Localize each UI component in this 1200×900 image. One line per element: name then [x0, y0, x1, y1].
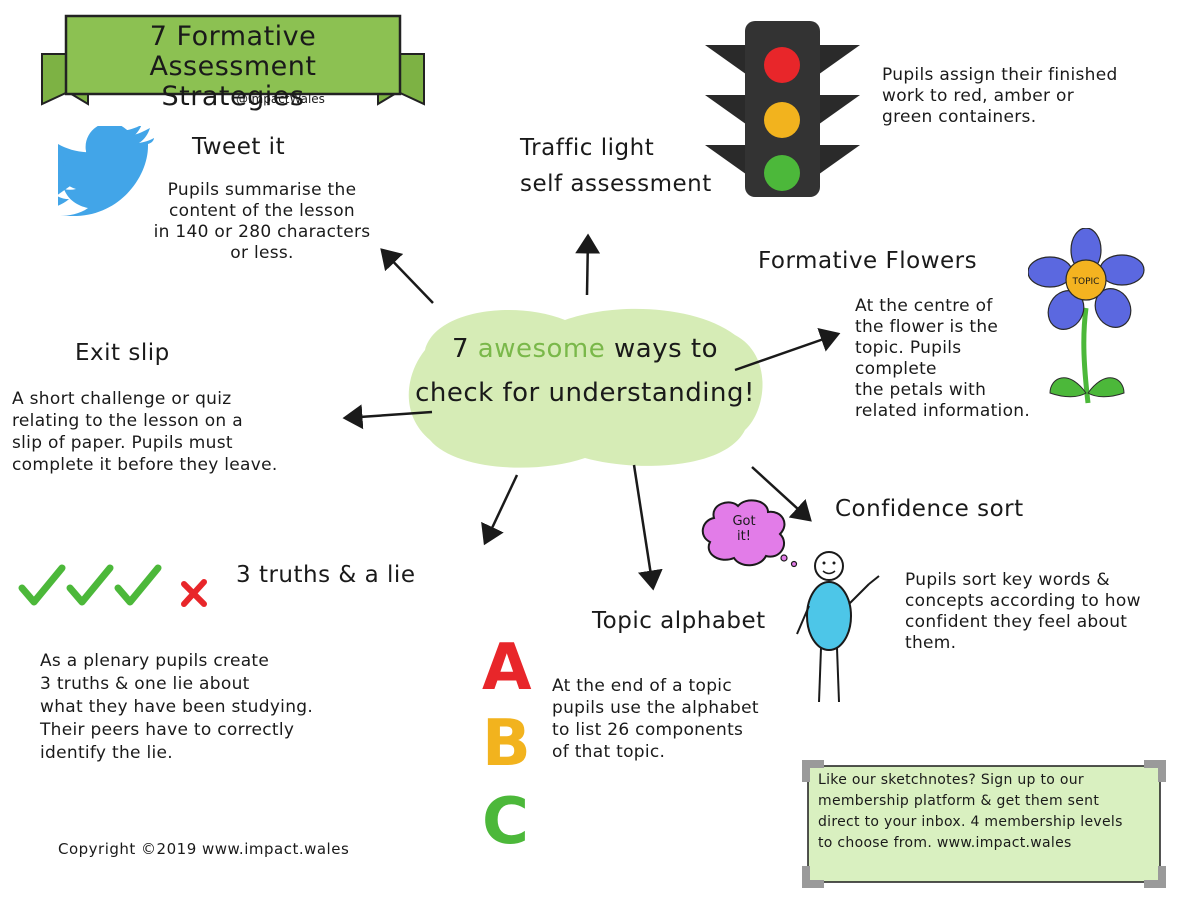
traffic-heading-line-2: self assessment [520, 171, 712, 197]
bubble-line-2: it! [737, 529, 751, 544]
callout-line: Like our sketchnotes? Sign up to our [818, 772, 1084, 788]
tick-icon [114, 564, 162, 606]
bubble-line-1: Got [732, 514, 756, 529]
center-message: 7 awesome ways to check for understandin… [405, 327, 765, 415]
truths-line: identify the lie. [40, 743, 173, 763]
stick-figure-icon [796, 551, 880, 703]
exit-line: slip of paper. Pupils must [12, 433, 233, 453]
flowers-heading: Formative Flowers [758, 248, 978, 274]
title-line-1: 7 Formative Assessment [149, 21, 317, 82]
alphabet-line: pupils use the alphabet [552, 698, 759, 718]
traffic-line: green containers. [882, 107, 1037, 127]
flower-icon: TOPIC [1028, 228, 1145, 404]
truths-line: 3 truths & one lie about [40, 674, 250, 694]
flowers-line: topic. Pupils complete [855, 338, 962, 379]
confidence-line: concepts according to how [905, 591, 1141, 611]
confidence-line: confident they feel about [905, 612, 1128, 632]
flowers-line: the petals with [855, 380, 987, 400]
flower-center-label: TOPIC [1072, 277, 1100, 287]
arrow-to-truths [481, 474, 519, 546]
tweet-description: Pupils summarise the content of the less… [142, 180, 382, 264]
tick-icon [66, 564, 114, 606]
truths-lie-marks [18, 564, 207, 607]
title-banner [41, 14, 425, 106]
copyright-footer: Copyright ©2019 www.impact.wales [58, 840, 350, 858]
thought-bubble-text: Got it! [712, 514, 776, 544]
twitter-bird-icon [58, 126, 154, 216]
callout-line: to choose from. www.impact.wales [818, 835, 1072, 851]
tweet-line: in 140 or 280 characters [153, 222, 371, 242]
center-line-1-rest: ways to [614, 334, 719, 364]
traffic-heading-line-1: Traffic light [520, 135, 655, 161]
confidence-heading: Confidence sort [835, 496, 1024, 522]
letter-b: B [482, 707, 531, 781]
truths-heading: 3 truths & a lie [236, 562, 416, 588]
handle-credit: @ImpactWales [236, 92, 325, 106]
alphabet-line: of that topic. [552, 742, 666, 762]
arrow-to-alphabet [632, 464, 663, 591]
thought-bubble-icon [701, 499, 798, 568]
letter-a: A [482, 631, 532, 705]
exit-description: A short challenge or quiz relating to th… [12, 388, 342, 476]
traffic-line: Pupils assign their finished [882, 65, 1118, 85]
title-line-2: Strategies [161, 81, 305, 112]
arrow-to-exit [342, 404, 433, 430]
alphabet-description: At the end of a topic pupils use the alp… [552, 675, 792, 763]
confidence-description: Pupils sort key words & concepts accordi… [905, 570, 1175, 654]
tweet-line: Pupils summarise the [167, 180, 357, 200]
alphabet-line: At the end of a topic [552, 676, 732, 696]
alphabet-line: to list 26 components [552, 720, 744, 740]
arrow-to-traffic [575, 233, 601, 296]
membership-callout-frame [802, 760, 1166, 888]
callout-line: direct to your inbox. 4 membership level… [818, 814, 1123, 830]
tweet-line: or less. [230, 243, 294, 263]
exit-line: A short challenge or quiz [12, 389, 232, 409]
alphabet-heading: Topic alphabet [592, 608, 766, 634]
truths-line: Their peers have to correctly [40, 720, 295, 740]
callout-line: membership platform & get them sent [818, 793, 1100, 809]
center-line-1: 7 awesome ways to [405, 327, 765, 371]
arrow-to-flowers [734, 327, 841, 372]
center-line-2: check for understanding! [415, 378, 755, 408]
tweet-heading: Tweet it [192, 134, 286, 160]
flowers-line: the flower is the [855, 317, 999, 337]
truths-description: As a plenary pupils create 3 truths & on… [40, 650, 390, 765]
center-blob [408, 308, 763, 468]
truths-line: what they have been studying. [40, 697, 314, 717]
arrow-to-confidence [751, 466, 812, 522]
traffic-description: Pupils assign their finished work to red… [882, 65, 1172, 128]
traffic-line: work to red, amber or [882, 86, 1074, 106]
tick-icon [18, 564, 66, 606]
confidence-line: them. [905, 633, 957, 653]
truths-line: As a plenary pupils create [40, 651, 270, 671]
center-number: 7 [451, 334, 470, 364]
traffic-heading: Traffic light self assessment [520, 130, 712, 202]
cross-icon [181, 579, 207, 607]
flowers-line: At the centre of [855, 296, 993, 316]
exit-line: relating to the lesson on a [12, 411, 243, 431]
letter-c: C [482, 785, 529, 859]
page-title: 7 Formative Assessment Strategies [66, 22, 400, 112]
traffic-light-icon [705, 21, 860, 197]
center-accent-word: awesome [477, 334, 606, 364]
membership-callout: Like our sketchnotes? Sign up to our mem… [818, 770, 1158, 854]
flowers-description: At the centre of the flower is the topic… [855, 296, 1040, 422]
exit-line: complete it before they leave. [12, 455, 278, 475]
confidence-line: Pupils sort key words & [905, 570, 1110, 590]
flowers-line: related information. [855, 401, 1031, 421]
exit-heading: Exit slip [75, 340, 170, 366]
tweet-line: content of the lesson [169, 201, 355, 221]
arrow-to-tweet [380, 248, 434, 304]
